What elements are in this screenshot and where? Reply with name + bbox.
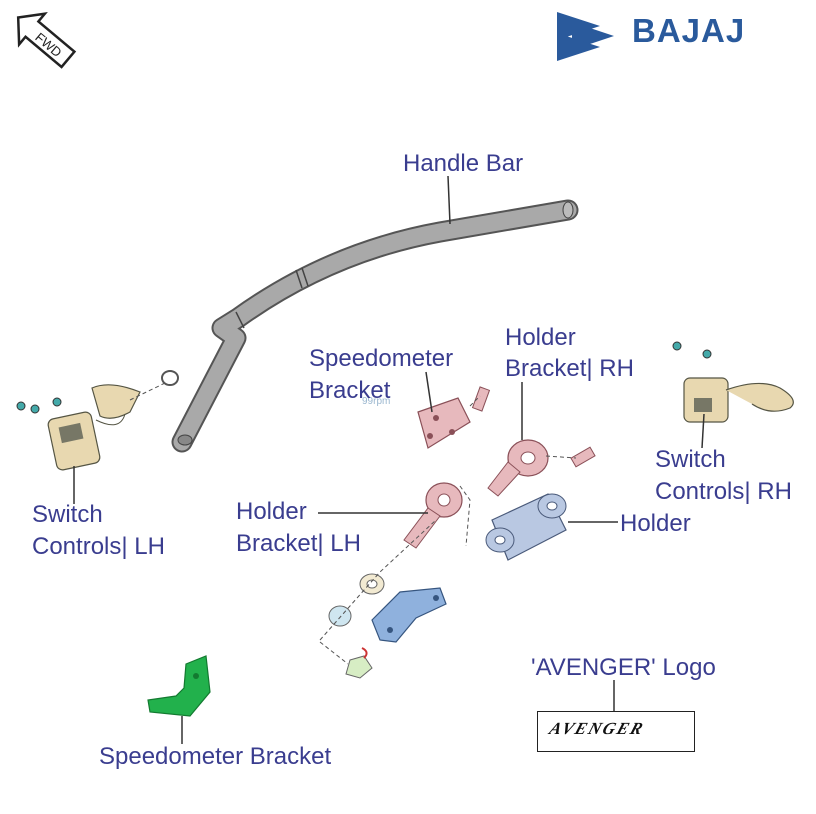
handle-bar-leader xyxy=(447,175,451,225)
label-switch-controls-rh-line2: Controls| RH xyxy=(655,478,792,505)
label-switch-controls-lh-line1: Switch xyxy=(32,501,103,528)
fwd-arrow-icon: FWD xyxy=(16,12,77,69)
holder-bracket-rh-part xyxy=(487,439,596,497)
brand-wordmark: BAJAJ xyxy=(632,12,746,49)
switch-controls-lh-part xyxy=(16,370,179,471)
bajaj-logo-icon xyxy=(557,12,614,61)
label-speedometer-bracket-bottom: Speedometer Bracket xyxy=(99,743,332,770)
watermark-text: 99rpm xyxy=(362,396,391,407)
label-switch-controls-rh-line1: Switch xyxy=(655,446,726,473)
lower-fasteners-part xyxy=(319,519,447,679)
label-speedometer-bracket-top-line1: Speedometer xyxy=(309,345,454,372)
speedometer-bracket-top-part xyxy=(417,386,491,449)
avenger-logo-text: AVENGER xyxy=(547,719,648,738)
holder-bracket-lh-part xyxy=(403,482,471,549)
handle-bar-part xyxy=(171,199,579,453)
label-holder-bracket-lh-line1: Holder xyxy=(236,498,307,525)
holder-part xyxy=(485,493,567,561)
label-holder-bracket-lh-line2: Bracket| LH xyxy=(236,530,361,557)
label-holder: Holder xyxy=(620,510,691,537)
switch-controls-rh-leader xyxy=(701,413,705,449)
switch-controls-rh-part xyxy=(672,341,794,423)
speedometer-bracket-bottom-part xyxy=(147,655,211,717)
label-holder-bracket-rh-line1: Holder xyxy=(505,324,576,351)
label-handle-bar: Handle Bar xyxy=(403,150,524,177)
label-holder-bracket-rh-line2: Bracket| RH xyxy=(505,355,634,382)
label-avenger-logo: 'AVENGER' Logo xyxy=(531,654,716,681)
label-switch-controls-lh-line2: Controls| LH xyxy=(32,533,165,560)
label-speedometer-bracket-top-line2: Bracket xyxy=(309,377,391,404)
speedometer-bracket-top-leader xyxy=(425,371,433,413)
avenger-logo-plate: AVENGER xyxy=(537,711,695,752)
